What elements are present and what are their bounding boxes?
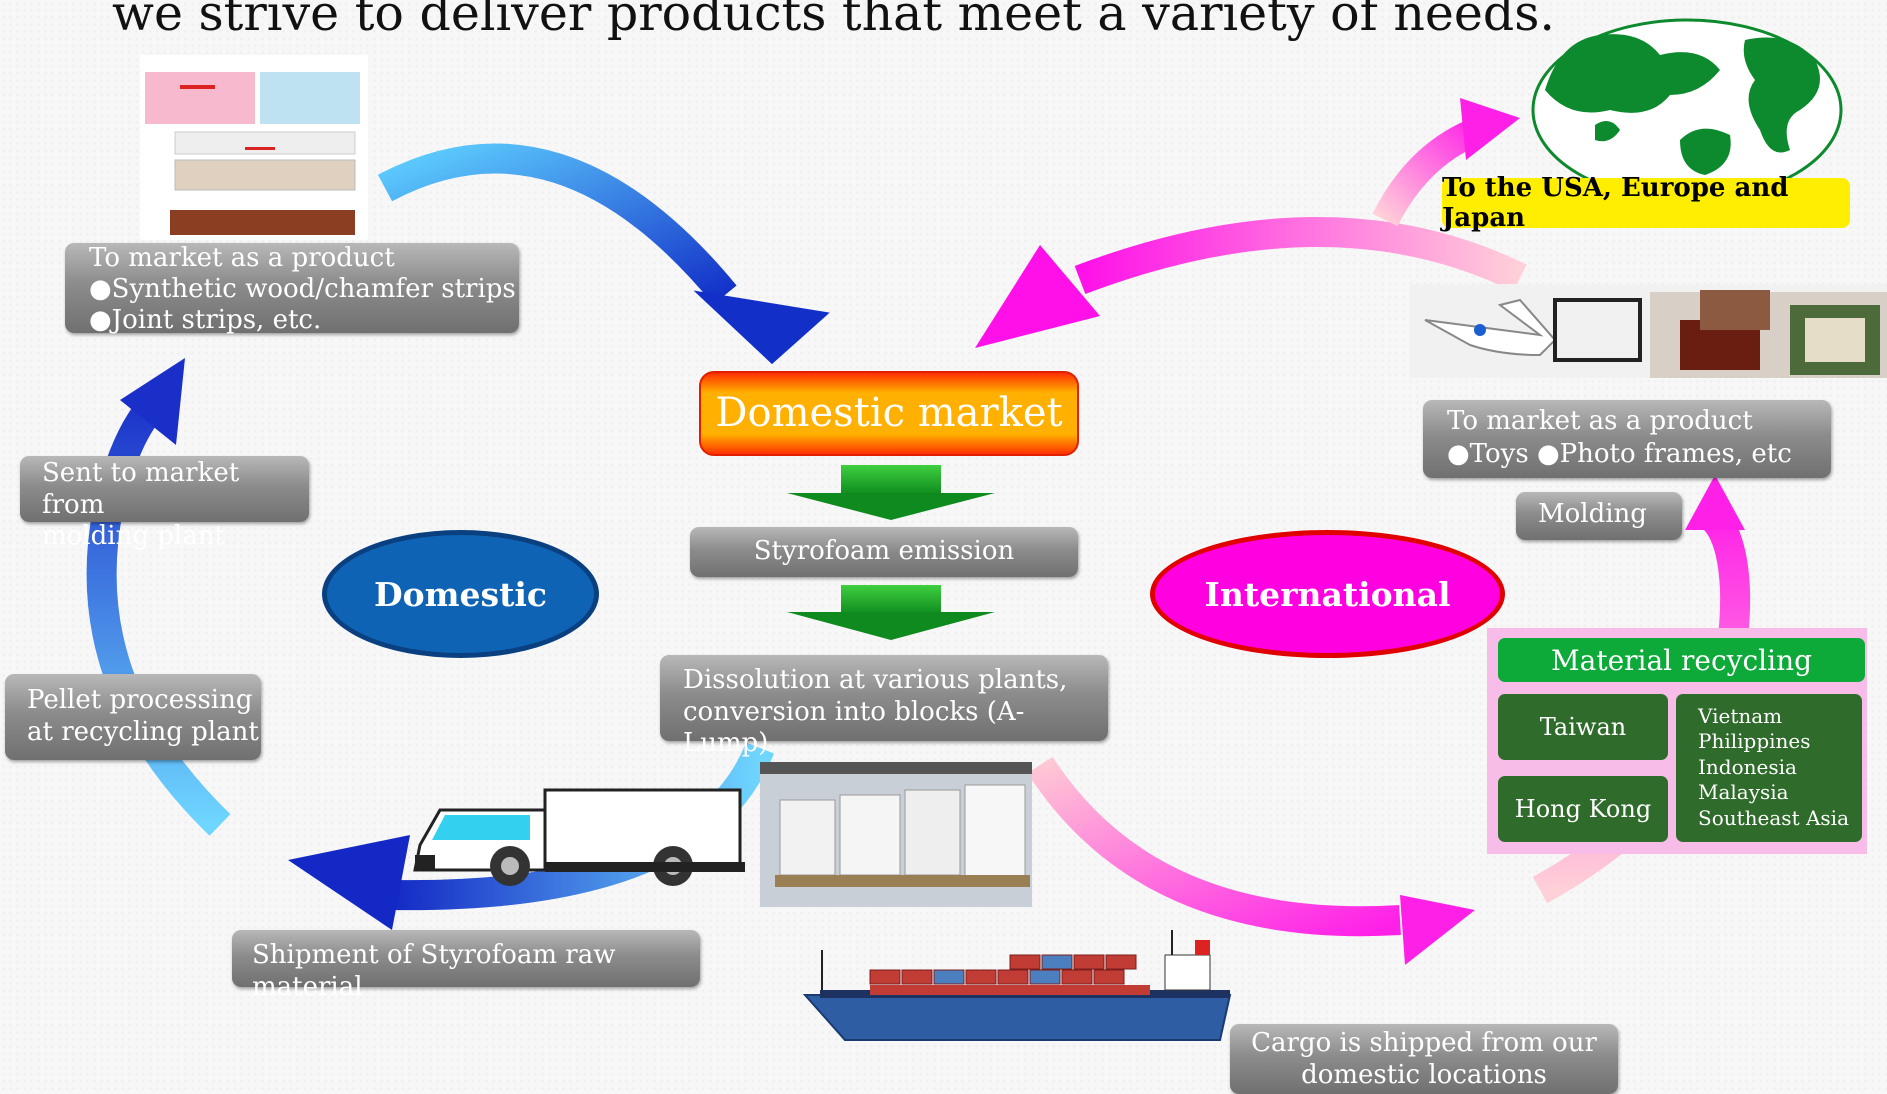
right-product-items: ●Toys ●Photo frames, etc: [1447, 438, 1792, 469]
styrofoam-emission-box: Styrofoam emission: [690, 527, 1078, 577]
foam-products-image: [140, 55, 368, 240]
pellet-processing-line-1: Pellet processing: [27, 685, 253, 715]
taiwan-text: Taiwan: [1539, 713, 1627, 741]
cargo-box: Cargo is shipped from our domestic locat…: [1230, 1024, 1618, 1094]
molding-box: Molding: [1516, 492, 1682, 540]
arrow-pink-bottom: [1027, 756, 1475, 965]
country-vietnam: Vietnam: [1698, 704, 1783, 728]
truck-icon: [413, 788, 745, 886]
sent-to-market-box: Sent to market from molding plant: [20, 456, 309, 551]
container-ship-icon: [802, 930, 1232, 1041]
arrow-down-2: [787, 585, 995, 640]
international-label: International: [1204, 574, 1451, 614]
sent-to-market-line-1: Sent to market from: [42, 458, 240, 520]
arrow-pink-up: [1372, 98, 1520, 227]
toys-frames-image: [1410, 284, 1887, 378]
domestic-market-label: Domestic market: [715, 390, 1063, 436]
destination-text: To the USA, Europe and Japan: [1442, 173, 1789, 233]
taiwan-box: Taiwan: [1498, 694, 1668, 760]
pellet-processing-box: Pellet processing at recycling plant: [5, 674, 261, 760]
headline: we strive to deliver products that meet …: [112, 0, 1555, 42]
international-ellipse: International: [1150, 530, 1505, 658]
cargo-line-2: domestic locations: [1301, 1059, 1547, 1090]
left-product-item-2: ●Joint strips, etc.: [89, 305, 322, 336]
dissolution-line-2: conversion into blocks (A-Lump): [683, 696, 1025, 759]
destination-banner-bg: [1442, 178, 1850, 228]
pellet-processing-line-2: at recycling plant: [27, 716, 259, 747]
styrofoam-emission-text: Styrofoam emission: [753, 536, 1015, 566]
pallets-photo: [760, 762, 1032, 907]
country-philippines: Philippines: [1698, 729, 1811, 754]
arrow-down-1: [787, 465, 995, 520]
material-recycling-title-text: Material recycling: [1550, 643, 1813, 677]
southeast-asia-box: Vietnam Philippines Indonesia Malaysia S…: [1676, 694, 1862, 842]
molding-text: Molding: [1538, 499, 1647, 529]
domestic-label: Domestic: [374, 574, 547, 614]
hong-kong-box: Hong Kong: [1498, 776, 1668, 842]
destination-banner: To the USA, Europe and Japan: [1442, 173, 1850, 233]
domestic-market-box: [699, 371, 1079, 456]
dissolution-line-1: Dissolution at various plants,: [683, 665, 1068, 695]
right-product-box: To market as a product ●Toys ●Photo fram…: [1423, 400, 1831, 478]
arrow-blue-top: [377, 143, 830, 365]
country-malaysia: Malaysia: [1698, 780, 1789, 805]
domestic-ellipse: Domestic: [322, 530, 599, 658]
hong-kong-text: Hong Kong: [1514, 795, 1652, 823]
country-southeast-asia: Southeast Asia: [1698, 805, 1849, 830]
right-product-title: To market as a product: [1447, 406, 1753, 436]
left-product-title: To market as a product: [89, 243, 395, 273]
globe-icon: [1531, 18, 1843, 202]
shipment-box: Shipment of Styrofoam raw material: [232, 930, 700, 1002]
dissolution-box: Dissolution at various plants, conversio…: [660, 655, 1108, 758]
left-product-item-1: ●Synthetic wood/chamfer strips: [89, 274, 516, 305]
cargo-line-1: Cargo is shipped from our: [1251, 1028, 1597, 1058]
sent-to-market-line-2: molding plant: [42, 521, 225, 552]
country-indonesia: Indonesia: [1698, 754, 1797, 779]
material-recycling-title: Material recycling: [1498, 638, 1865, 682]
left-product-box: To market as a product ●Synthetic wood/c…: [65, 243, 519, 336]
shipment-text: Shipment of Styrofoam raw material: [252, 940, 616, 1002]
material-recycling-panel: Material recycling Taiwan Hong Kong Viet…: [1487, 628, 1867, 854]
arrow-pink-top: [975, 217, 1527, 348]
